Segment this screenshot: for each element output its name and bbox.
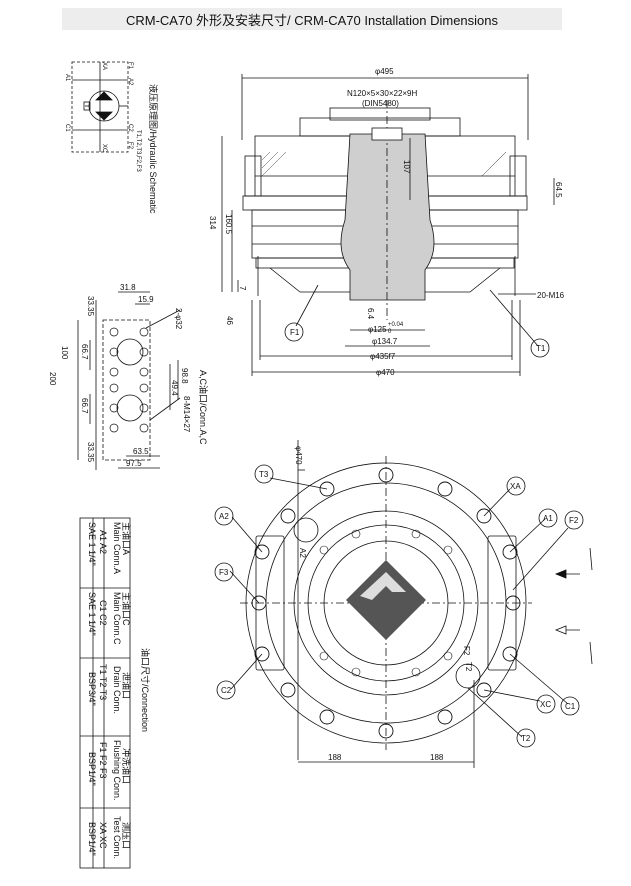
connection-table-text: 主油口A Main Conn.A A1 A2 SAE 1 1/4" 主油口C M… [87,522,132,859]
dim-w63-5: 63.5 [133,447,149,456]
callout-t2: T2 [521,734,531,743]
col1-ports: A1 A2 [98,530,108,554]
top-view [229,440,593,768]
dim-d495: φ495 [375,67,394,76]
sch-port-c2: C2 [127,124,133,132]
dim-v66-7-top: 66.7 [80,344,89,360]
callout-c2: C2 [221,686,232,695]
col3-head-en: Drain Conn. [112,666,122,714]
col4-head-cn: 冲洗油口 [121,748,132,784]
sch-port-xa: XA [101,62,107,70]
top-view-labels: φ470 188 188 [294,446,444,762]
schematic-port-labels: F1 XA A2 A1 C1 C2 XC F2 T1,T2,T3,F2,F3 [64,62,141,172]
dim-v200: 200 [48,372,57,386]
table-caption: 油口尺寸/Connection [140,648,151,732]
inner-a2: A2 [298,548,307,558]
dim-din: (DIN5480) [362,99,399,108]
col5-size: BSP1/4" [87,822,97,856]
dim-v33-35-top: 33.35 [86,296,95,317]
dim-d435: φ435f7 [370,352,396,361]
dim-d125-tol-lower: 0 [388,329,392,335]
sch-port-a1: A1 [64,74,70,82]
dim-h160-5: 160.5 [224,214,233,235]
dim-h6-4: 6.4 [366,308,375,320]
top-dim-188-right: 188 [430,753,444,762]
dim-2phi32: 2-φ32 [174,308,183,330]
dim-v33-35-bottom: 33.35 [86,442,95,463]
top-view-callouts [214,464,584,748]
dim-h46: 46 [225,316,234,325]
dim-h64-5: 64.5 [554,182,563,198]
callout-t3: T3 [259,470,269,479]
col5-head-cn: 测压口 [121,822,131,849]
sch-port-f1: F1 [127,62,133,70]
dim-w97-5: 97.5 [126,459,142,468]
col3-ports: T1 T2 T3 [98,664,108,700]
title-bar: CRM-CA70 外形及安装尺寸/ CRM-CA70 Installation … [62,8,562,30]
dim-v66-7-bottom: 66.7 [80,398,89,414]
dim-d134-7: φ134.7 [372,337,398,346]
top-dim-188-left: 188 [328,753,342,762]
col4-head-en: Flushing Conn. [112,740,122,801]
col2-head-cn: 主油口C [121,592,132,626]
col4-size: BSP1/4" [87,752,97,786]
dim-thread: 8-M14×27 [182,396,191,433]
col2-size: SAE 1 1/4" [87,592,97,636]
dim-d125-tol-upper: +0.04 [388,322,404,328]
front-view-dimensions: φ495 N120×5×30×22×9H (DIN5480) 107 64.5 … [208,67,565,377]
connection-table [79,517,131,869]
col3-size: BSP3/4" [87,672,97,706]
dim-spline: N120×5×30×22×9H [347,89,418,98]
col2-head-en: Main Conn.C [112,592,122,645]
dim-v100: 100 [60,346,69,360]
port-block-caption: A,C油口/Conn.A,C [198,370,209,445]
callout-xa: XA [510,482,521,491]
col5-head-en: Test Conn. [112,816,122,859]
top-view-callout-text: T3 XA A1 F2 A2 F3 C2 XC C1 T2 A2 F2 T2 [219,470,579,743]
col5-ports: XA XC [98,822,108,849]
dim-h314: 314 [208,216,217,230]
callout-t1: T1 [536,344,546,353]
col4-ports: F1 F2 F3 [98,742,108,779]
col3-head-cn: 泄油口 [121,672,132,699]
dim-d125: φ125 [368,325,387,334]
port-block-dimensions: 31.8 15.9 2-φ32 33.35 100 66.7 200 66.7 … [48,283,191,468]
dim-w31-8: 31.8 [120,283,136,292]
callout-f1: F1 [290,328,300,337]
callout-c1: C1 [565,702,576,711]
dim-h7: 7 [238,286,247,291]
callout-f2: F2 [569,516,579,525]
dim-v49-4: 49.4 [170,380,179,396]
callout-a1: A1 [543,514,553,523]
dim-m16: 20-M16 [537,291,565,300]
callout-a2: A2 [219,512,229,521]
sch-port-f2: F2 [127,142,133,150]
dim-v98-8: 98.8 [180,368,189,384]
callout-xc: XC [540,700,551,709]
page-title: CRM-CA70 外形及安装尺寸/ CRM-CA70 Installation … [125,12,499,28]
callout-f3: F3 [219,568,229,577]
sch-port-c1: C1 [64,124,70,132]
col1-head-en: Main Conn.A [112,522,122,574]
hydraulic-schematic [71,61,129,153]
inner-t2: T2 [464,662,473,672]
port-block [77,291,181,470]
col1-size: SAE 1 1/4" [87,522,97,566]
dim-d470: φ470 [376,368,395,377]
top-dim-d470: φ470 [294,446,303,465]
sch-port-drains: T1,T2,T3,F2,F3 [135,130,141,172]
schematic-caption: 液压原理图/Hydraulic Schematic [148,84,159,214]
front-view [221,74,555,376]
inner-f2: F2 [462,646,471,656]
col2-ports: C1 C2 [98,600,108,626]
dim-w15-9: 15.9 [138,295,154,304]
sch-port-a2: A2 [127,78,133,86]
sch-port-xc: XC [101,144,107,153]
col1-head-cn: 主油口A [121,522,132,555]
dim-h107: 107 [402,160,411,174]
